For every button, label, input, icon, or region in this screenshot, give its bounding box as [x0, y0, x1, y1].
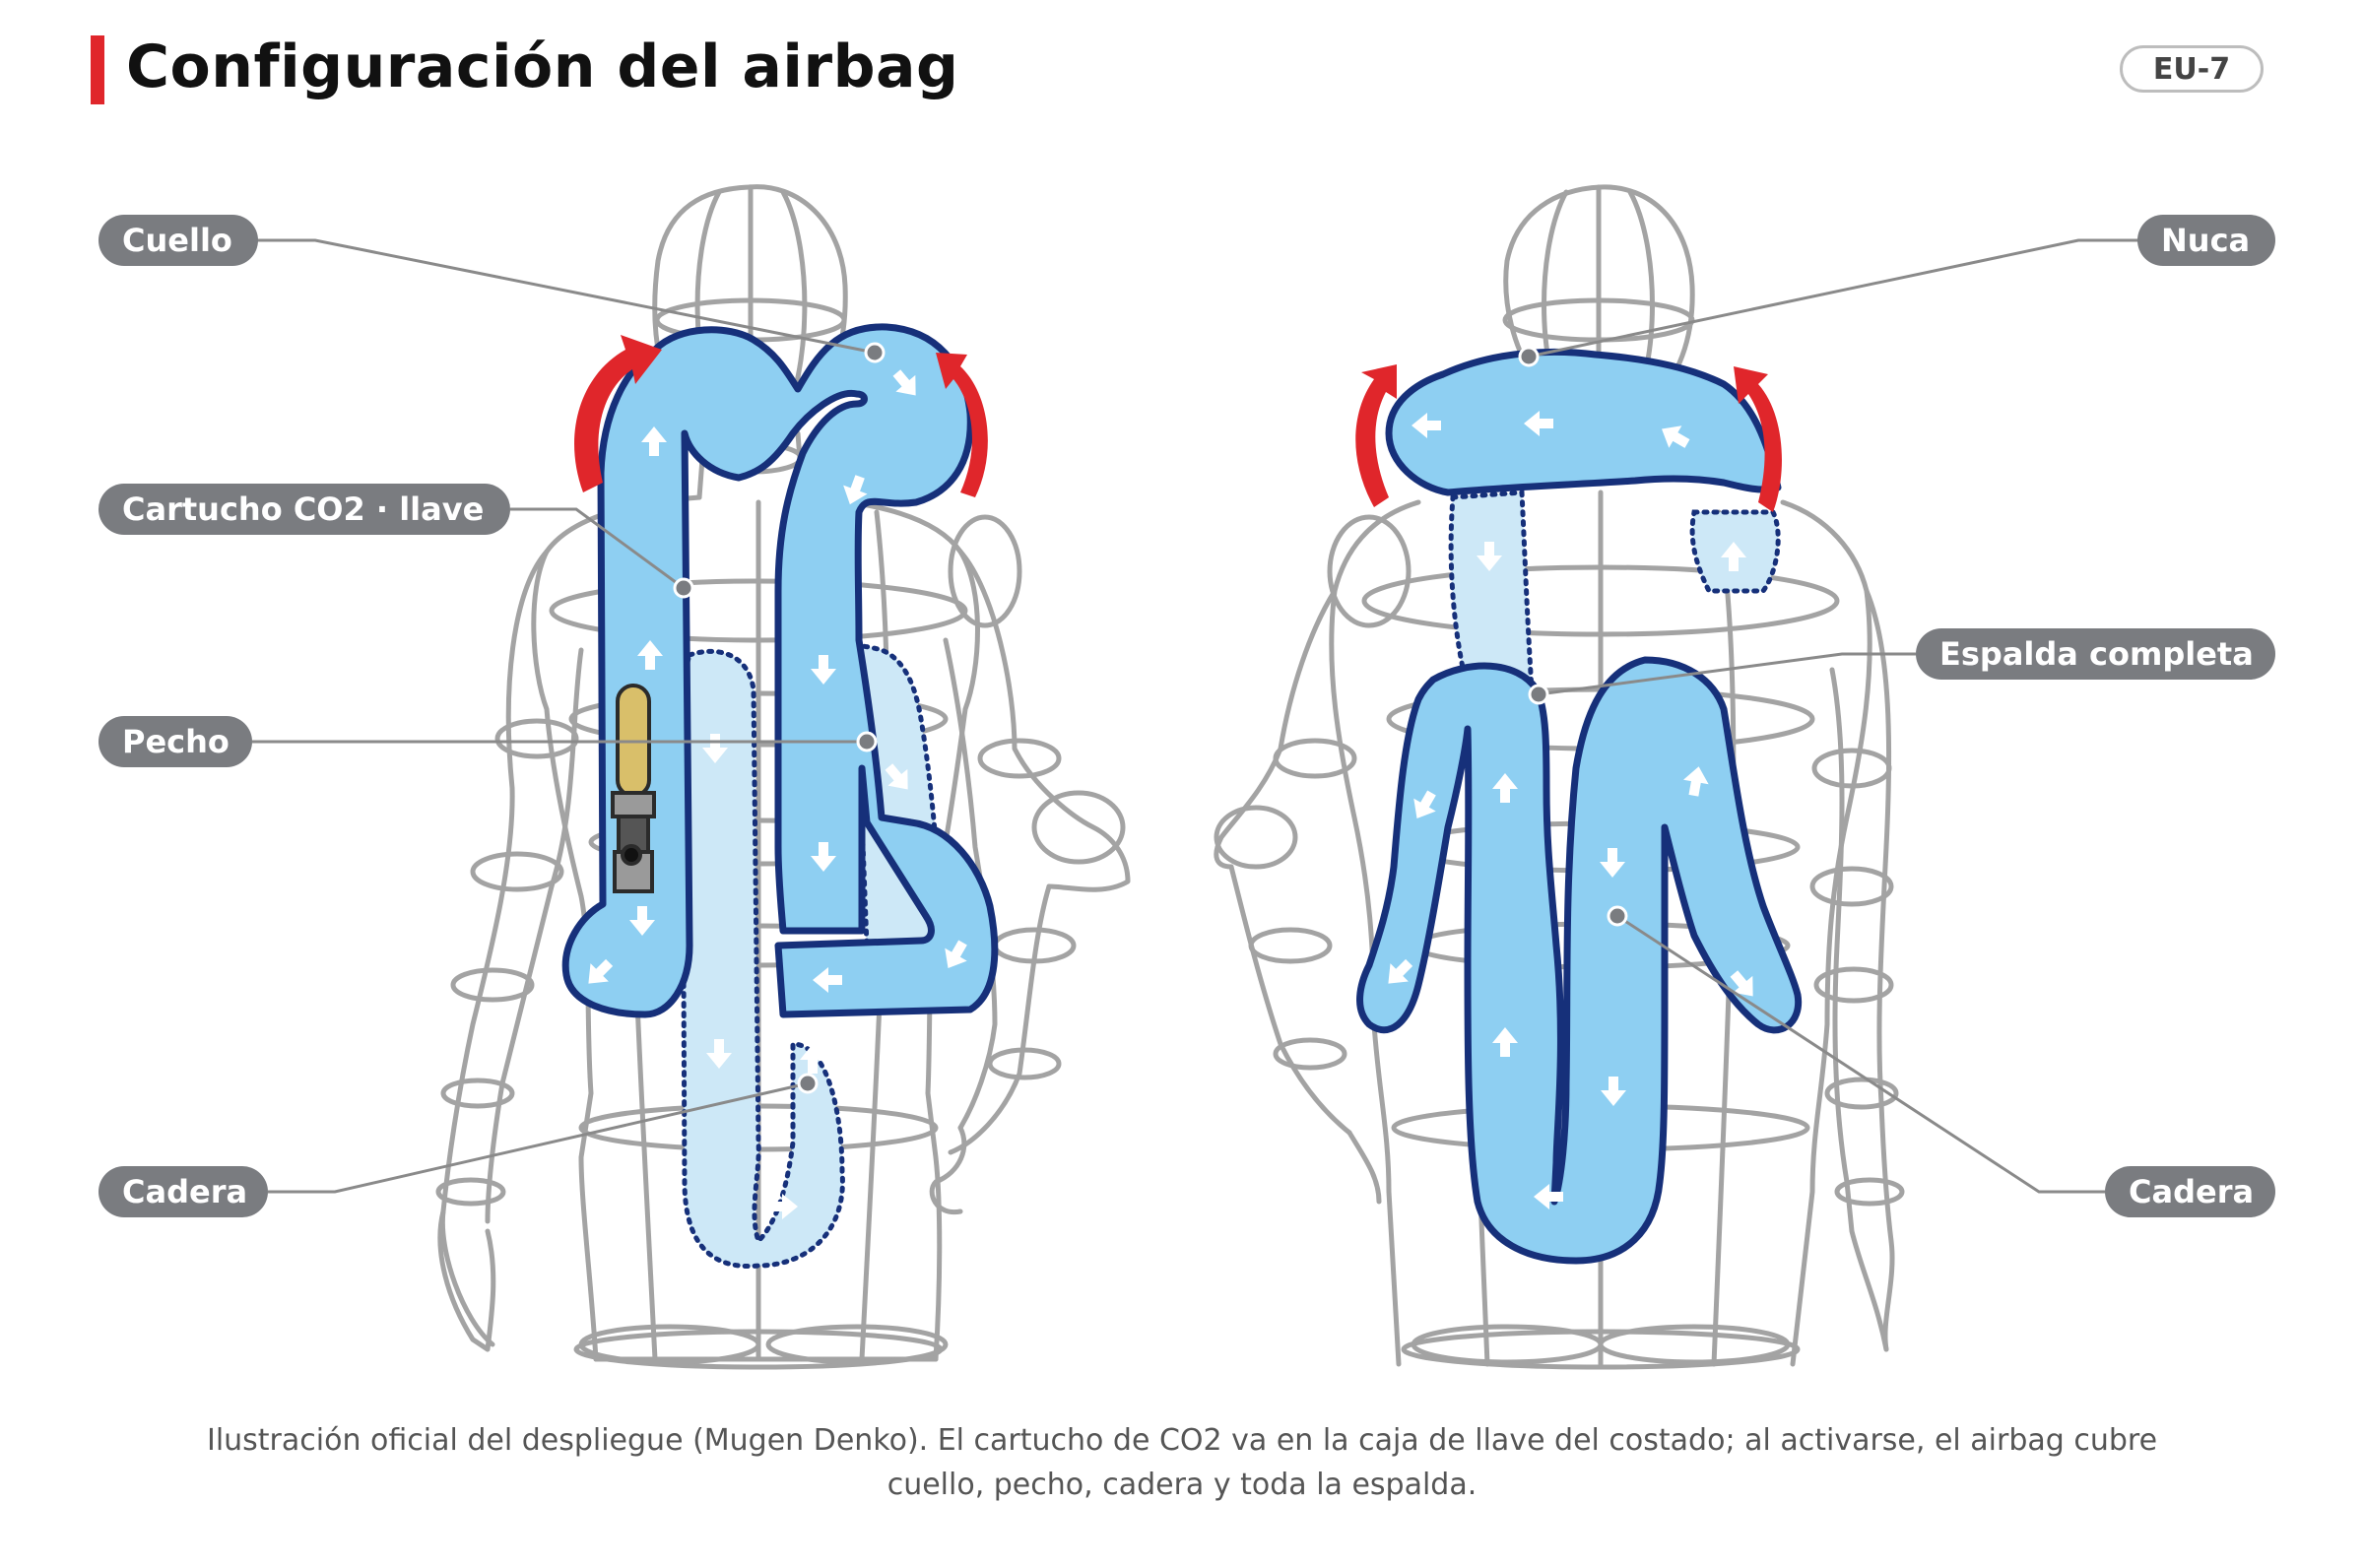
code-badge: EU-7 — [2120, 45, 2264, 93]
label-cadera-back: Cadera — [2105, 1166, 2275, 1217]
caption: Ilustración oficial del despliegue (Muge… — [158, 1418, 2206, 1507]
page-title: Configuración del airbag — [126, 33, 959, 101]
caption-line-2: cuello, pecho, cadera y toda la espalda. — [886, 1468, 1478, 1502]
label-cuello: Cuello — [98, 215, 258, 266]
label-cadera-front: Cadera — [98, 1166, 268, 1217]
back-deploy-arrows — [1355, 364, 1782, 512]
label-pecho: Pecho — [98, 716, 252, 767]
co2-cartridge-icon — [611, 684, 656, 893]
leader-lines — [248, 238, 2147, 1194]
title-accent-bar — [91, 35, 104, 104]
front-airbag — [561, 323, 999, 1018]
leader-dots — [673, 342, 1628, 1094]
caption-line-1: Ilustración oficial del despliegue (Muge… — [206, 1423, 2158, 1458]
front-deploy-arrows — [574, 335, 988, 497]
label-espalda-completa: Espalda completa — [1916, 628, 2275, 680]
label-cartucho-co2: Cartucho CO2 · llave — [98, 484, 510, 535]
label-nuca: Nuca — [2137, 215, 2275, 266]
